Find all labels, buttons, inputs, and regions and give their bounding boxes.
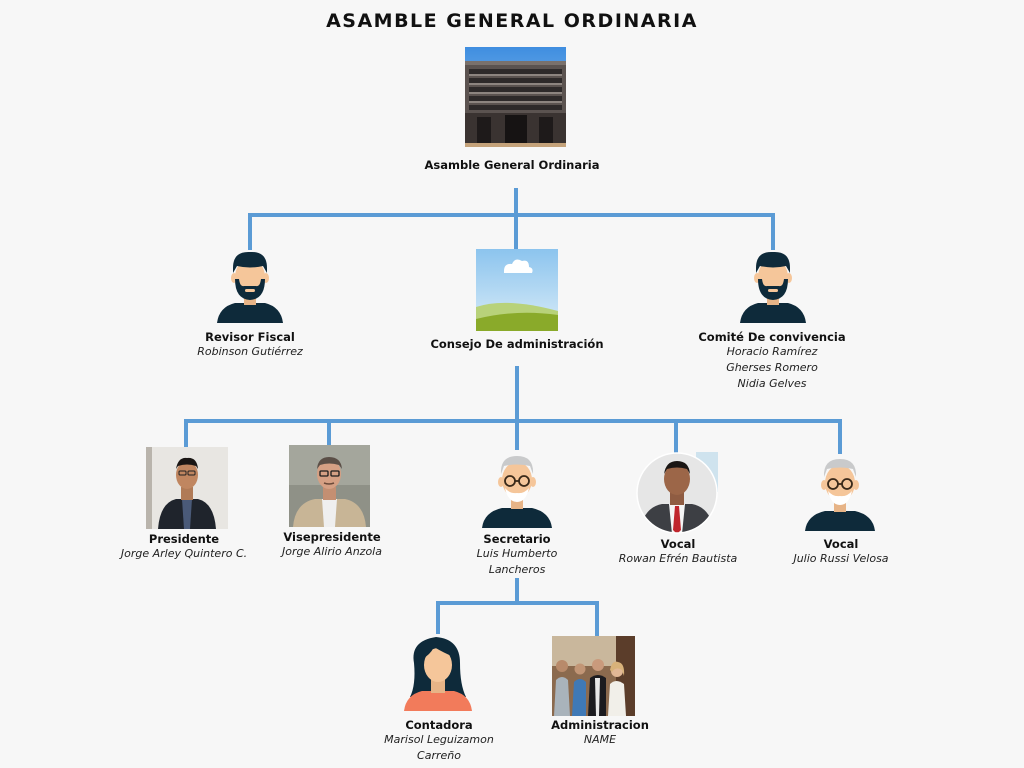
node-person: Robinson Gutiérrez bbox=[197, 345, 303, 358]
node-asamblea: Asamble General Ordinaria bbox=[412, 158, 612, 172]
bearded-man-avatar-icon bbox=[211, 249, 289, 323]
node-role: Visepresidente bbox=[283, 530, 381, 544]
node-administracion: Administracion NAME bbox=[500, 718, 700, 748]
node-person: Julio Russi Velosa bbox=[793, 552, 889, 565]
node-person: Marisol Leguizamon bbox=[384, 733, 494, 746]
node-role: Presidente bbox=[148, 532, 220, 546]
group-photo bbox=[552, 636, 635, 716]
node-comite: Comité De convivencia Horacio Ramírez Gh… bbox=[672, 330, 872, 392]
node-role: Asamble General Ordinaria bbox=[424, 158, 600, 172]
node-role: Secretario bbox=[483, 532, 551, 546]
node-role: Vocal bbox=[660, 537, 696, 551]
node-role: Comité De convivencia bbox=[698, 330, 846, 344]
node-person: Carreño bbox=[417, 749, 461, 762]
node-consejo: Consejo De administración bbox=[402, 337, 632, 351]
person-photo bbox=[289, 445, 370, 527]
landscape-placeholder-icon bbox=[476, 249, 558, 331]
node-role: Vocal bbox=[823, 537, 859, 551]
node-person: Horacio Ramírez bbox=[726, 345, 818, 358]
node-vocal-1: Vocal Rowan Efrén Bautista bbox=[578, 537, 778, 567]
node-role: Contadora bbox=[405, 718, 473, 732]
node-visepresidente: Visepresidente Jorge Alirio Anzola bbox=[232, 530, 432, 560]
bearded-man-avatar-icon bbox=[734, 249, 812, 323]
node-person: Rowan Efrén Bautista bbox=[618, 552, 738, 565]
chart-title: ASAMBLE GENERAL ORDINARIA bbox=[326, 10, 698, 32]
old-man-glasses-avatar-icon bbox=[478, 452, 556, 528]
node-person: Lancheros bbox=[488, 563, 546, 576]
person-photo-circle bbox=[636, 452, 718, 534]
person-photo bbox=[146, 447, 228, 529]
node-person: Jorge Arley Quintero C. bbox=[120, 547, 248, 560]
node-person: Nidia Gelves bbox=[737, 377, 807, 390]
node-role: Consejo De administración bbox=[430, 337, 604, 351]
node-person: Jorge Alirio Anzola bbox=[282, 545, 382, 558]
node-role: Administracion bbox=[551, 718, 649, 732]
node-presidente: Presidente Jorge Arley Quintero C. bbox=[84, 532, 284, 562]
node-secretario: Secretario Luis Humberto Lancheros bbox=[417, 532, 617, 578]
node-contadora: Contadora Marisol Leguizamon Carreño bbox=[339, 718, 539, 764]
node-person: NAME bbox=[583, 733, 617, 746]
node-revisor-fiscal: Revisor Fiscal Robinson Gutiérrez bbox=[150, 330, 350, 360]
node-vocal-2: Vocal Julio Russi Velosa bbox=[741, 537, 941, 567]
old-man-glasses-avatar-icon bbox=[801, 455, 879, 531]
node-person: Gherses Romero bbox=[726, 361, 818, 374]
node-role: Revisor Fiscal bbox=[205, 330, 295, 344]
woman-avatar-icon bbox=[400, 633, 476, 711]
node-person: Luis Humberto bbox=[476, 547, 558, 560]
building-photo bbox=[465, 47, 566, 147]
